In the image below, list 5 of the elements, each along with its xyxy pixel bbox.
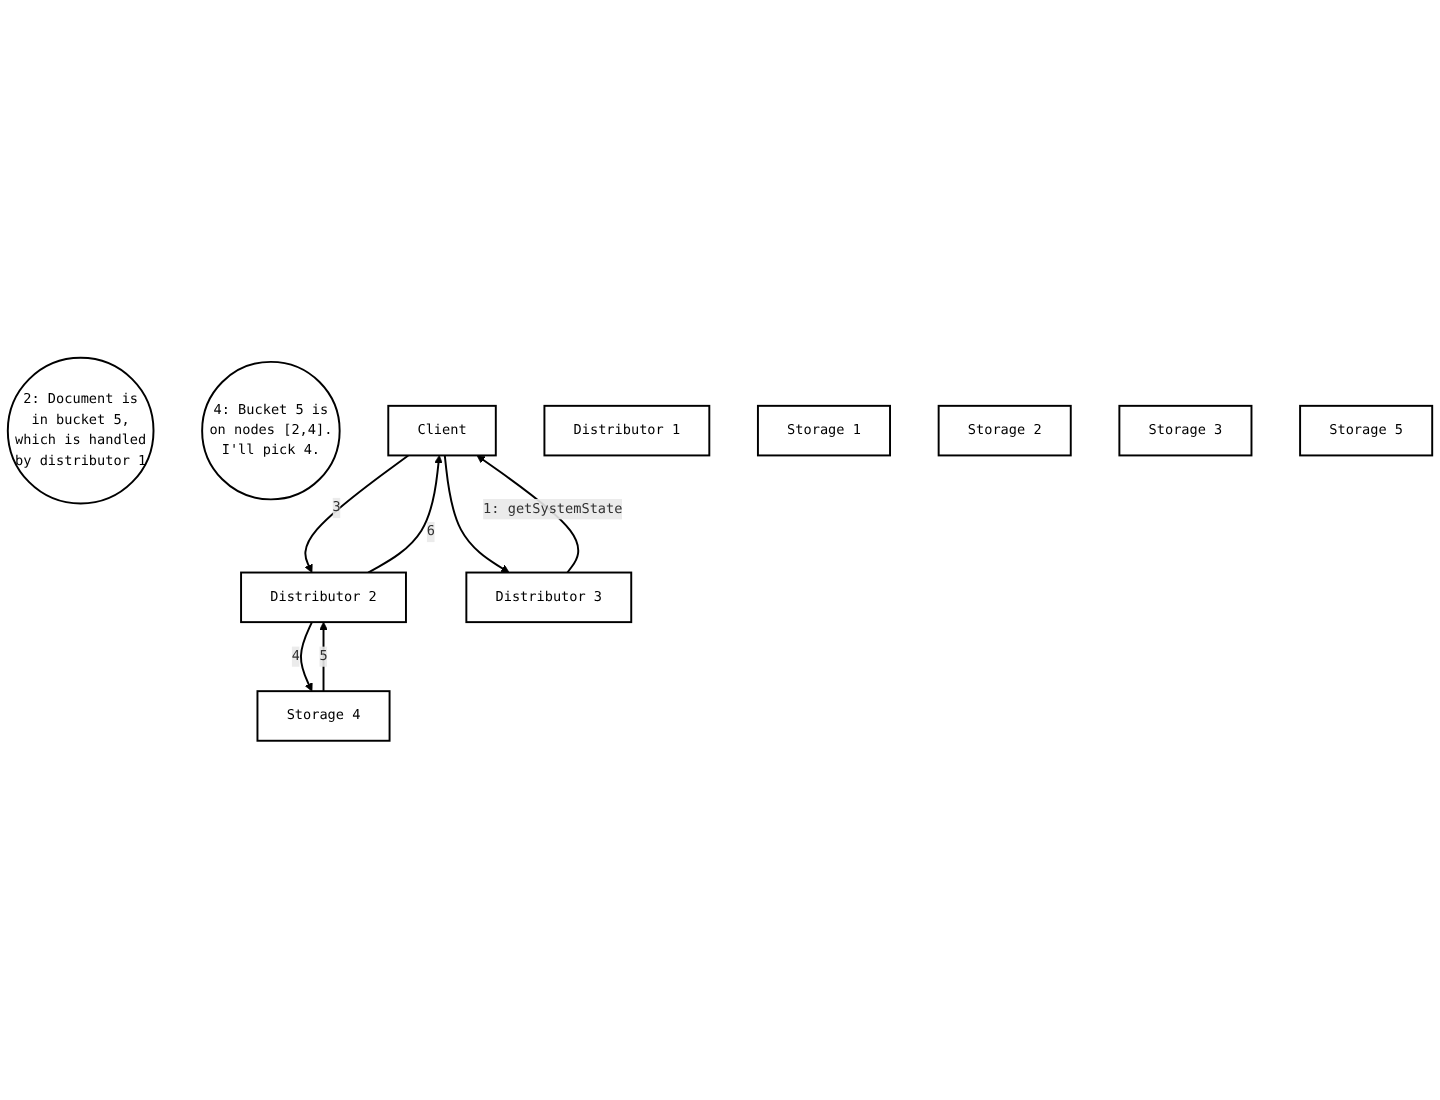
arrow (443, 455, 510, 574)
arrow (319, 622, 328, 693)
arrow (299, 621, 313, 693)
arrow (304, 455, 410, 574)
arrow (367, 455, 443, 575)
